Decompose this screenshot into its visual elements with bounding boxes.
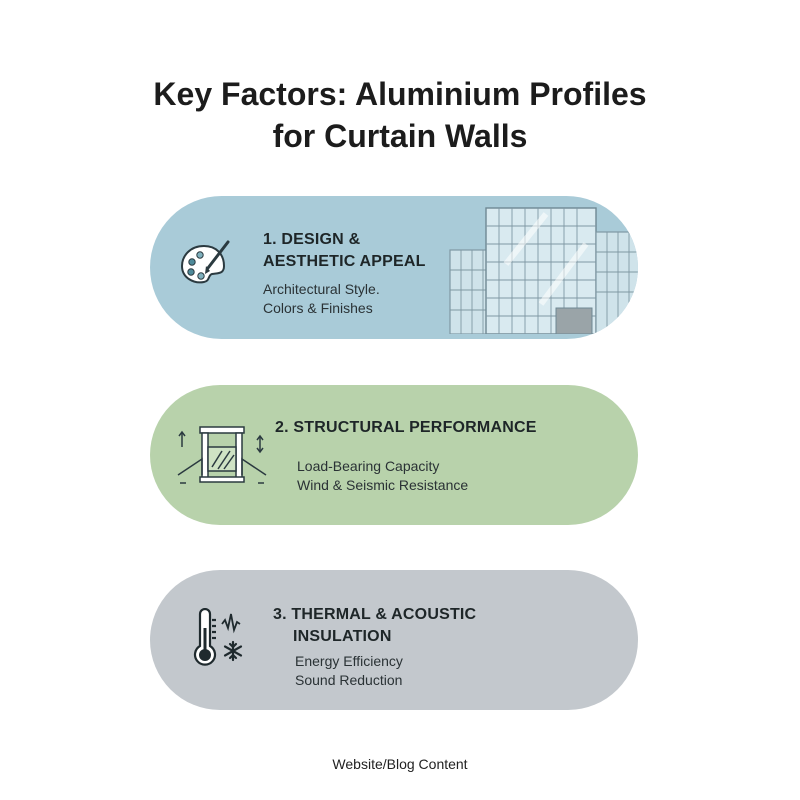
factor-detail-2: Sound Reduction bbox=[295, 672, 403, 688]
factor-title-line-1: 3. THERMAL & ACOUSTIC bbox=[273, 606, 477, 623]
title-line-1: Key Factors: Aluminium Profiles bbox=[153, 76, 647, 113]
structural-frame-icon bbox=[177, 426, 267, 484]
thermometer-icon bbox=[193, 608, 243, 666]
snowflake-icon bbox=[223, 640, 243, 662]
factor-card-structural: 2. STRUCTURAL PERFORMANCE Load-Bearing C… bbox=[150, 385, 638, 525]
factor-card-design: 1. DESIGN & AESTHETIC APPEAL Architectur… bbox=[150, 196, 638, 339]
palette-icon bbox=[180, 240, 230, 284]
factor-detail-1: Load-Bearing Capacity bbox=[297, 458, 440, 474]
factor-details: Load-Bearing Capacity Wind & Seismic Res… bbox=[297, 457, 468, 495]
factor-detail-1: Architectural Style. bbox=[263, 281, 380, 297]
factor-title-line-2: INSULATION bbox=[293, 628, 392, 645]
factor-title-line-1: 2. STRUCTURAL PERFORMANCE bbox=[275, 419, 537, 436]
factor-card-thermal: 3. THERMAL & ACOUSTIC INSULATION Energy … bbox=[150, 570, 638, 710]
sound-wave-icon bbox=[221, 613, 241, 634]
factor-detail-2: Colors & Finishes bbox=[263, 300, 373, 316]
factor-title: 2. STRUCTURAL PERFORMANCE bbox=[275, 417, 575, 439]
factor-title: 3. THERMAL & ACOUSTIC INSULATION bbox=[273, 604, 513, 648]
factor-title: 1. DESIGN & AESTHETIC APPEAL bbox=[263, 229, 453, 273]
factor-detail-2: Wind & Seismic Resistance bbox=[297, 477, 469, 493]
factor-title-line-1: 1. DESIGN & bbox=[263, 231, 361, 248]
title-line-2: for Curtain Walls bbox=[272, 118, 528, 155]
factor-details: Architectural Style. Colors & Finishes bbox=[263, 280, 380, 318]
factor-title-line-2: AESTHETIC APPEAL bbox=[263, 253, 426, 270]
footer-caption: Website/Blog Content bbox=[332, 756, 468, 772]
factor-details: Energy Efficiency Sound Reduction bbox=[295, 652, 403, 690]
page-title: Key Factors: Aluminium Profiles for Curt… bbox=[0, 73, 800, 157]
building-illustration bbox=[449, 207, 638, 334]
factor-detail-1: Energy Efficiency bbox=[295, 653, 403, 669]
